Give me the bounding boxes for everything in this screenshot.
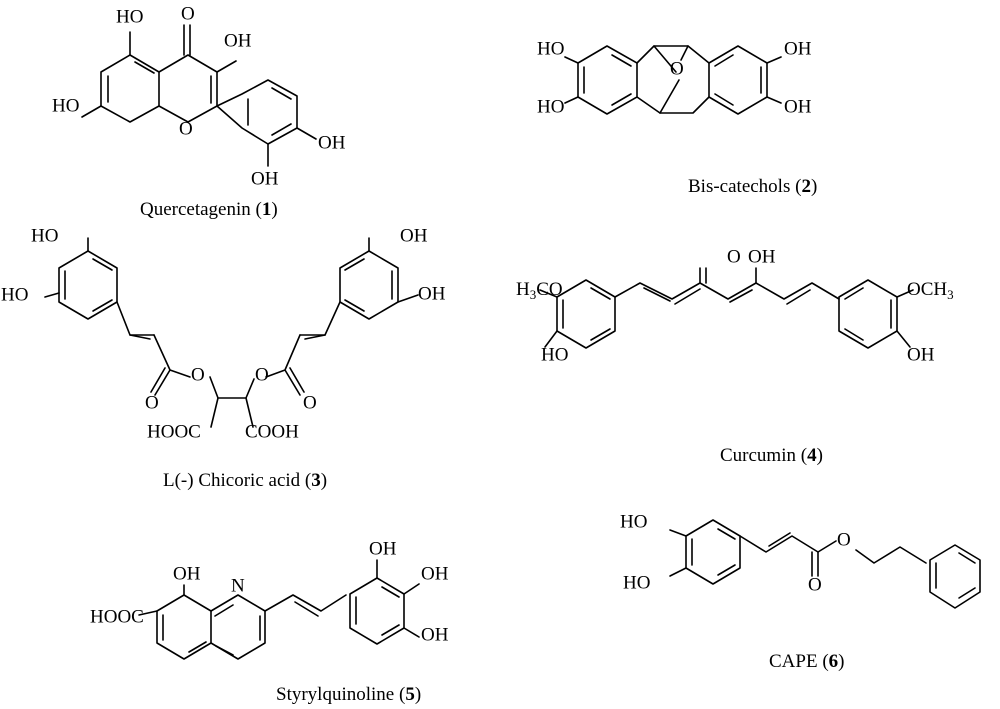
label-text: CO	[536, 279, 562, 300]
atom-oh: OH	[784, 38, 812, 59]
caption-1: Quercetagenin (1)	[140, 199, 278, 220]
atom-ho: HO	[537, 38, 564, 59]
label-text: 1	[262, 199, 272, 220]
atom-ho: HO	[116, 6, 143, 27]
label-text: CAPE	[769, 651, 818, 672]
atom-ho: HO	[620, 511, 647, 532]
atom-ho: HO	[1, 284, 28, 305]
label-text: Bis-catechols	[688, 176, 790, 197]
atom-och3: OCH3	[907, 279, 954, 302]
atom-o: O	[303, 392, 317, 413]
label-text: 6	[829, 651, 839, 672]
atom-labels-2: HO HO O OH OH	[537, 38, 812, 117]
atom-oh: OH	[907, 344, 935, 365]
label-text: L(-) Chicoric acid	[163, 470, 301, 491]
atom-oh: OH	[224, 30, 252, 51]
atom-o: O	[191, 364, 205, 385]
structure-chicoric-acid	[44, 237, 419, 428]
atom-oh: OH	[418, 283, 446, 304]
atom-o: O	[837, 529, 851, 550]
label-text: Curcumin	[720, 445, 796, 466]
atom-oh: OH	[421, 563, 449, 584]
atom-oh: OH	[369, 538, 397, 559]
atom-oh: OH	[251, 168, 279, 189]
atom-n: N	[231, 575, 245, 596]
atom-labels-4: H3CO HO O OH OCH3 OH	[516, 246, 954, 365]
atom-oh: OH	[173, 563, 201, 584]
atom-cooh: COOH	[245, 421, 299, 442]
atom-oh: OH	[400, 225, 428, 246]
structure-quercetagenin	[81, 24, 317, 167]
structure-curcumin	[539, 267, 914, 349]
label-text: 4	[807, 445, 817, 466]
atom-ho: HO	[537, 96, 564, 117]
caption-2: Bis-catechols (2)	[688, 176, 817, 197]
atom-hooc: HOOC	[90, 606, 144, 627]
atom-ho: HO	[52, 95, 79, 116]
caption-4: Curcumin (4)	[720, 445, 823, 466]
atom-o: O	[670, 58, 684, 79]
atom-oh: OH	[318, 132, 346, 153]
label-text: H	[516, 279, 530, 300]
atom-ho: HO	[541, 344, 568, 365]
atom-labels-3: HO HO O O HOOC O O COOH OH OH	[1, 225, 446, 442]
atom-o: O	[181, 3, 195, 24]
label-text: 3	[947, 287, 954, 302]
caption-5: Styrylquinoline (5)	[276, 684, 421, 705]
atom-oh: OH	[421, 624, 449, 645]
atom-o: O	[255, 364, 269, 385]
label-text: Quercetagenin	[140, 199, 251, 220]
atom-hooc: HOOC	[147, 421, 201, 442]
atom-labels-5: OH HOOC N OH OH OH	[90, 538, 449, 645]
label-text: OCH	[907, 279, 947, 300]
atom-o: O	[145, 392, 159, 413]
atom-ho: HO	[623, 572, 650, 593]
structure-bis-catechols	[564, 45, 782, 115]
atom-ho: HO	[31, 225, 58, 246]
atom-labels-6: HO HO O O	[620, 511, 851, 595]
label-text: 5	[405, 684, 415, 705]
atom-o: O	[179, 118, 193, 139]
caption-6: CAPE (6)	[769, 651, 844, 672]
atom-h3co: H3CO	[516, 279, 563, 302]
atom-labels-1: O HO OH O HO OH OH	[52, 3, 346, 189]
structure-styrylquinoline	[138, 559, 420, 660]
label-text: Styrylquinoline	[276, 684, 394, 705]
label-text: 2	[801, 176, 811, 197]
label-text: 3	[530, 287, 537, 302]
label-text: 3	[311, 470, 321, 491]
atom-o: O	[727, 246, 741, 267]
atom-o: O	[808, 574, 822, 595]
structure-cape	[669, 519, 981, 609]
caption-3: L(-) Chicoric acid (3)	[163, 470, 327, 491]
atom-oh: OH	[784, 96, 812, 117]
atom-oh: OH	[748, 246, 776, 267]
